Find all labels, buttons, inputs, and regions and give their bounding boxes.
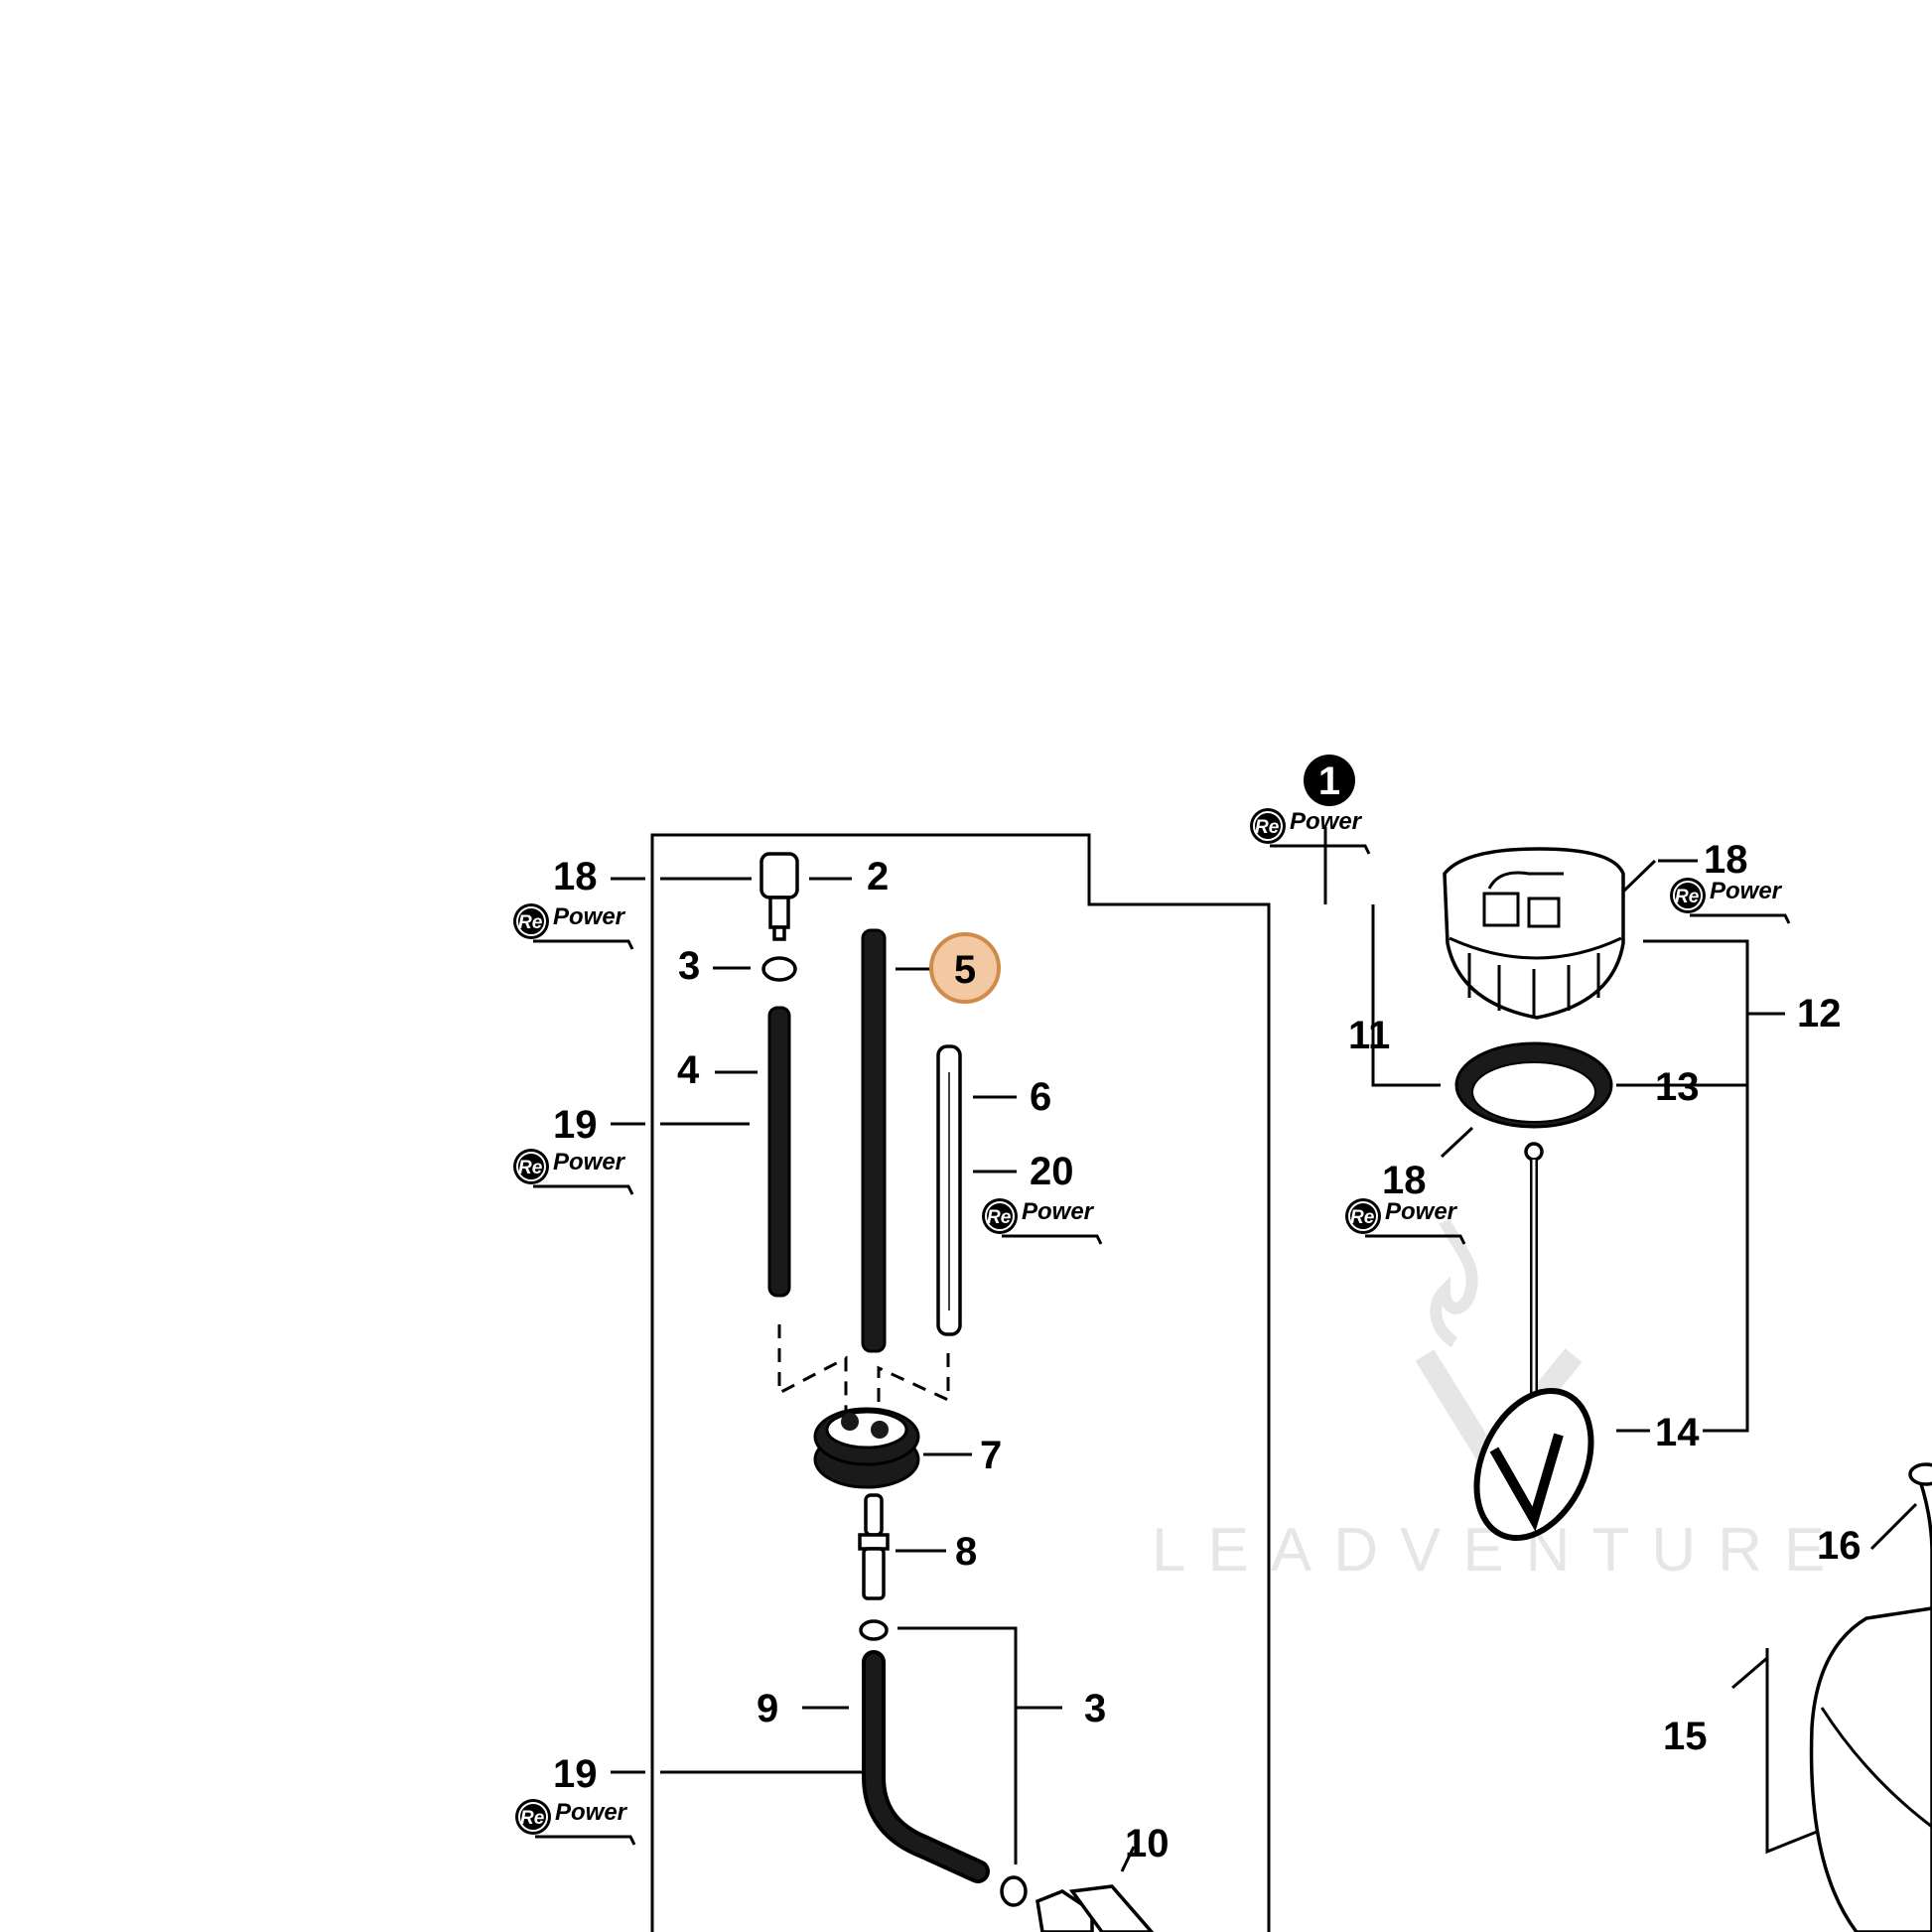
callout-18c[interactable]: 18 xyxy=(1382,1159,1427,1202)
svg-text:Re: Re xyxy=(518,912,543,933)
leader-lines xyxy=(611,859,1918,1872)
part-7-grommet xyxy=(813,1407,920,1489)
callout-6[interactable]: 6 xyxy=(1030,1075,1051,1119)
fuel-cap xyxy=(1443,847,1625,1020)
assembly-frame xyxy=(650,833,1271,1932)
callout-15[interactable]: 15 xyxy=(1663,1715,1708,1758)
svg-text:Power: Power xyxy=(553,1149,626,1175)
callout-16[interactable]: 16 xyxy=(1817,1524,1862,1568)
callout-3b[interactable]: 3 xyxy=(1084,1687,1106,1730)
callout-13[interactable]: 13 xyxy=(1655,1065,1700,1109)
svg-text:Re: Re xyxy=(1675,887,1700,907)
repower-logo-4: Re Power xyxy=(980,1196,1103,1246)
callout-10[interactable]: 10 xyxy=(1125,1822,1170,1865)
svg-text:Re: Re xyxy=(987,1207,1012,1228)
repower-logo-5: Re Power xyxy=(1343,1196,1466,1246)
callout-8[interactable]: 8 xyxy=(955,1530,977,1574)
svg-text:Power: Power xyxy=(1710,878,1783,904)
callout-11[interactable]: 11 xyxy=(1348,1014,1390,1057)
svg-text:Re: Re xyxy=(1255,817,1280,838)
callout-9[interactable]: 9 xyxy=(757,1687,778,1730)
callout-2[interactable]: 2 xyxy=(867,855,889,898)
watermark-flame-icon xyxy=(1430,1218,1478,1348)
callout-7[interactable]: 7 xyxy=(980,1434,1002,1477)
callout-4[interactable]: 4 xyxy=(677,1048,700,1092)
svg-text:Re: Re xyxy=(1350,1207,1375,1228)
bracket-12 xyxy=(1643,939,1749,1433)
callout-5[interactable]: 5 xyxy=(954,948,976,992)
part-8-fitting xyxy=(858,1493,890,1600)
leader-11 xyxy=(1371,904,1441,1087)
callout-18b[interactable]: 18 xyxy=(1704,838,1748,882)
repower-logo-1: Re Power xyxy=(1248,806,1371,856)
callout-14[interactable]: 14 xyxy=(1655,1411,1700,1454)
callout-18a[interactable]: 18 xyxy=(553,855,598,898)
part-16-vent xyxy=(1908,1462,1932,1486)
part-3-lower-oring xyxy=(859,1619,889,1641)
part-14-strainer xyxy=(1473,1142,1594,1542)
part-13-gasket xyxy=(1454,1041,1613,1129)
callout-20[interactable]: 20 xyxy=(1030,1150,1074,1193)
callout-5-highlight[interactable] xyxy=(929,932,1001,1004)
callout-1: 1 xyxy=(1318,759,1340,803)
repower-logo-6: Re Power xyxy=(1668,876,1791,925)
part-5-hose xyxy=(861,928,887,1353)
part-15-tank xyxy=(1809,1462,1932,1932)
callout-1-badge xyxy=(1304,755,1355,806)
svg-text:Re: Re xyxy=(518,1158,543,1178)
part-2-plug xyxy=(759,852,799,941)
callout-19a[interactable]: 19 xyxy=(553,1103,598,1147)
callout-12[interactable]: 12 xyxy=(1797,992,1842,1035)
callout-3a[interactable]: 3 xyxy=(678,944,700,988)
svg-text:Power: Power xyxy=(555,1799,628,1826)
tank-frame xyxy=(1765,1648,1818,1855)
svg-text:Power: Power xyxy=(1385,1198,1458,1225)
repower-logo-7: Re Power xyxy=(513,1797,636,1847)
repower-logo-2: Re Power xyxy=(511,901,634,951)
callout-19b[interactable]: 19 xyxy=(553,1752,598,1796)
part-3-oring xyxy=(761,956,797,982)
part-10-filter xyxy=(1000,1875,1155,1932)
svg-text:Re: Re xyxy=(520,1808,545,1829)
part-4-hose xyxy=(767,1006,791,1298)
svg-text:Power: Power xyxy=(553,903,626,930)
svg-text:Power: Power xyxy=(1290,808,1363,835)
repower-logo-3: Re Power xyxy=(511,1147,634,1196)
svg-text:Power: Power xyxy=(1022,1198,1095,1225)
